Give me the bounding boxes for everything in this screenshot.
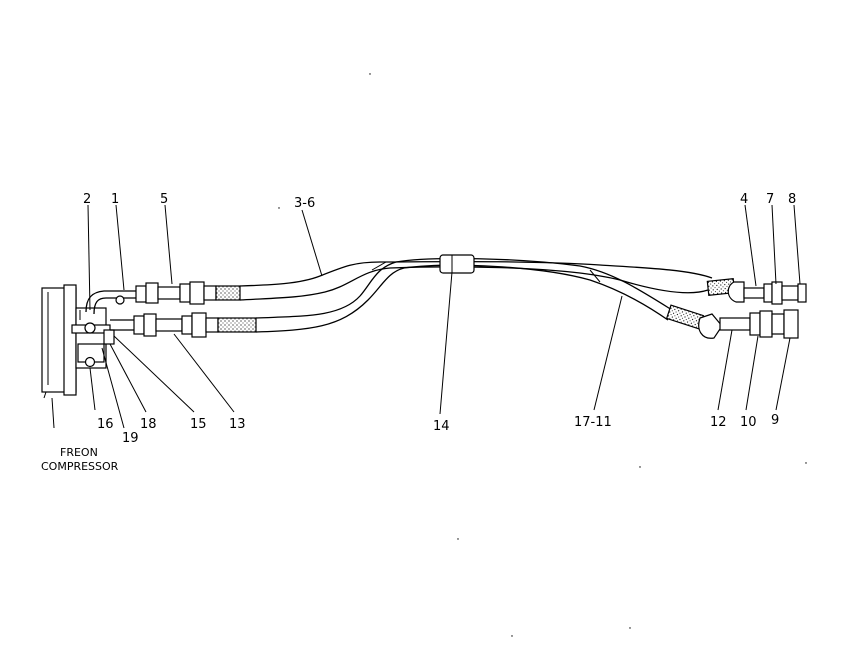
callout-9: 9 (771, 413, 779, 428)
callout-12: 12 (710, 415, 727, 430)
callout-4: 4 (740, 192, 748, 207)
callout-19: 19 (122, 431, 139, 446)
callout-3-6: 3-6 (294, 196, 315, 211)
hose-marks (371, 261, 601, 283)
hose-clamp (439, 254, 475, 274)
callout-14: 14 (433, 419, 450, 434)
freon-compressor (41, 284, 77, 399)
callout-10: 10 (740, 415, 757, 430)
callout-1: 1 (111, 192, 119, 207)
compressor-caption: FREON COMPRESSOR (41, 446, 119, 473)
callout-5: 5 (160, 192, 168, 207)
upper-hose-assembly (85, 260, 807, 315)
callout-2: 2 (83, 192, 91, 207)
callout-7: 7 (766, 192, 774, 207)
callout-8: 8 (788, 192, 796, 207)
callout-16: 16 (97, 417, 114, 432)
compressor-manifold (71, 307, 115, 369)
scan-specks (278, 73, 807, 637)
callout-13: 13 (229, 417, 246, 432)
caption-compressor: COMPRESSOR (41, 460, 119, 473)
callout-17-11: 17-11 (574, 415, 612, 430)
callout-labels: 2 1 5 3-6 4 7 8 16 19 18 15 13 14 17-11 … (83, 192, 796, 446)
caption-freon: FREON (60, 446, 98, 459)
callout-18: 18 (140, 417, 157, 432)
leader-lines (51, 204, 801, 429)
callout-15: 15 (190, 417, 207, 432)
lower-hose-assembly (110, 257, 799, 339)
